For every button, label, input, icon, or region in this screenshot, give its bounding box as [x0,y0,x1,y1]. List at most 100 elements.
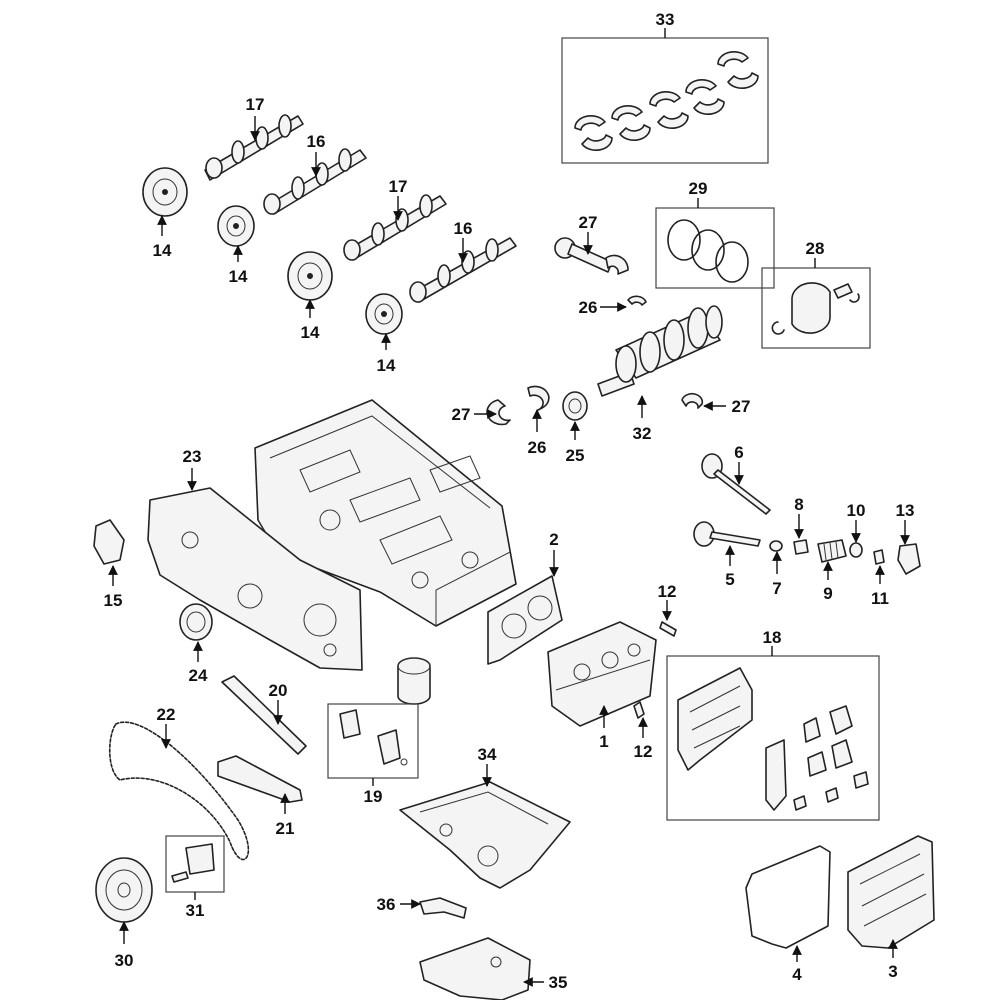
callout-16-lower: 16 [454,219,473,263]
callout-23: 23 [183,447,201,491]
callout-26-lower: 26 [528,409,546,457]
head-gasket [487,575,563,665]
callout-label: 25 [566,446,585,465]
callout-label: 16 [307,132,326,151]
callout-label: 19 [364,787,383,806]
callout-27-left: 27 [452,405,497,424]
callout-label: 13 [896,501,915,520]
camshaft-carrier-box [666,655,880,821]
oil-filter [397,657,431,705]
callout-24: 24 [189,641,208,685]
valve-keeper [873,549,885,565]
callout-17-lower: 17 [389,177,407,221]
callout-label: 35 [549,973,568,992]
camshaft-16-upper [263,148,367,215]
callout-label: 26 [579,298,598,317]
callout-label: 15 [104,591,123,610]
callout-label: 11 [871,589,889,608]
callout-label: 30 [115,951,134,970]
callout-label: 14 [301,323,320,342]
callout-35: 35 [523,973,568,992]
rod-bearing-lower [527,385,550,411]
callout-10: 10 [847,501,865,543]
timing-cover [147,487,363,671]
callout-28: 28 [806,239,825,258]
callout-label: 21 [276,819,295,838]
callout-22: 22 [157,705,176,749]
rocker-arm [897,543,921,575]
bearing-shell [574,51,759,151]
callout-label: 2 [549,530,558,549]
thrust-washer [562,391,588,421]
callout-5: 5 [725,545,735,589]
callout-14-d: 14 [377,333,396,375]
piston-set-group [761,258,871,349]
callout-27-rod: 27 [579,213,598,255]
callout-label: 28 [806,239,825,258]
callout-19: 19 [364,778,383,806]
callout-12-lower: 12 [634,717,653,761]
callout-21: 21 [276,793,295,838]
valve-cover-gasket [745,845,831,949]
callout-33: 33 [656,10,675,29]
intake-valve [693,521,761,547]
cam-sprocket-c [287,251,333,301]
callout-label: 1 [599,732,608,751]
exhaust-valve [701,453,771,515]
dowel-pin-upper [659,621,677,637]
oil-pan-lower [419,937,531,1000]
camshaft-carrier-group [666,646,880,821]
dowel-pin-lower [633,701,645,719]
piston-ring-set-group [655,198,775,289]
callout-label: 12 [634,742,653,761]
callout-label: 12 [658,582,677,601]
callout-30: 30 [115,921,134,970]
callout-label: 16 [454,219,473,238]
crankshaft-front-seal [179,603,213,641]
callout-34: 34 [478,745,497,787]
callout-26-upper: 26 [579,298,627,317]
callout-1: 1 [599,705,609,751]
callout-label: 14 [153,241,172,260]
chain-tensioner-guide [217,755,303,803]
callout-label: 9 [823,584,832,603]
tensioner-set-group [327,703,419,779]
callout-3: 3 [888,939,898,981]
callout-label: 20 [269,681,288,700]
callout-label: 8 [794,495,803,514]
callout-label: 5 [725,570,734,589]
callout-label: 29 [689,179,708,198]
callout-14-b: 14 [229,245,248,286]
callout-12-upper: 12 [658,582,677,621]
cam-position-sensor [93,519,125,565]
connecting-rod [554,237,629,275]
valve-spring [817,539,847,563]
callout-label: 32 [633,424,652,443]
callout-2: 2 [549,530,559,577]
callout-17-upper: 17 [246,95,264,141]
callout-label: 18 [763,628,782,647]
callout-8: 8 [794,495,804,539]
valve-cover [847,835,935,949]
callout-7: 7 [772,551,782,598]
callout-label: 14 [377,356,396,375]
cam-sprocket-a [142,167,188,217]
callout-label: 24 [189,666,208,685]
callout-label: 14 [229,267,248,286]
cam-sprocket-d [365,293,403,335]
callout-label: 27 [452,405,471,424]
cam-sprocket-b [217,205,255,247]
callout-label: 27 [732,397,751,416]
callout-label: 22 [157,705,176,724]
valve-retainer [849,542,863,558]
callout-27-right: 27 [703,397,751,416]
callout-36: 36 [377,895,421,914]
callout-11: 11 [871,565,889,608]
camshaft-17-upper [204,114,304,181]
callout-label: 27 [579,213,598,232]
callout-14-a: 14 [153,215,172,260]
callout-label: 3 [888,962,897,981]
bearing-set-group [561,28,769,164]
callout-15: 15 [104,565,123,610]
